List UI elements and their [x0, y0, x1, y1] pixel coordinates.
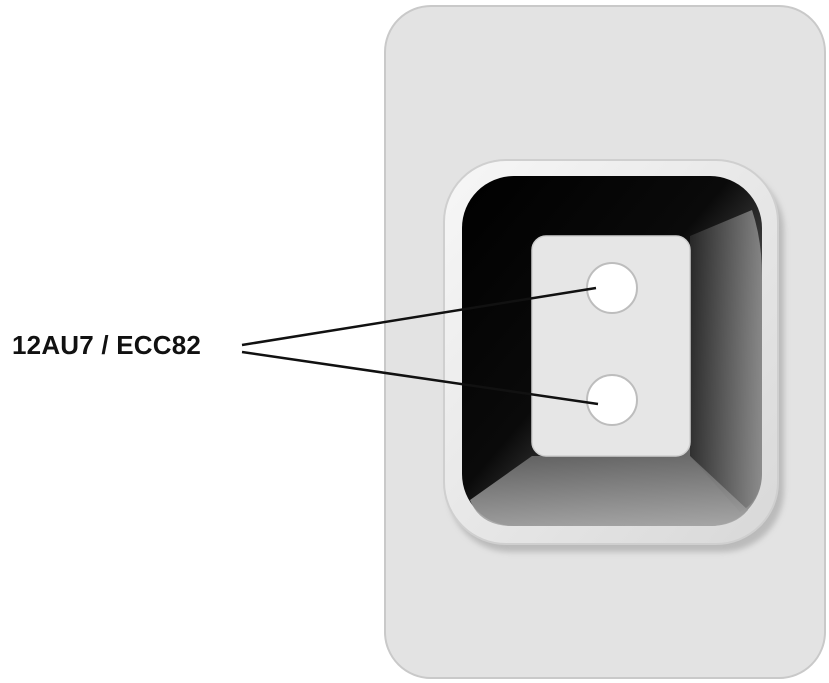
well-right-wall: [690, 210, 762, 512]
well-bottom-wall: [470, 456, 748, 526]
top-socket-hole: [586, 262, 638, 314]
bottom-socket-hole: [586, 374, 638, 426]
tube-type-label: 12AU7 / ECC82: [12, 330, 202, 360]
leader-line-bottom: [241, 350, 599, 406]
leader-line-top: [241, 286, 597, 347]
